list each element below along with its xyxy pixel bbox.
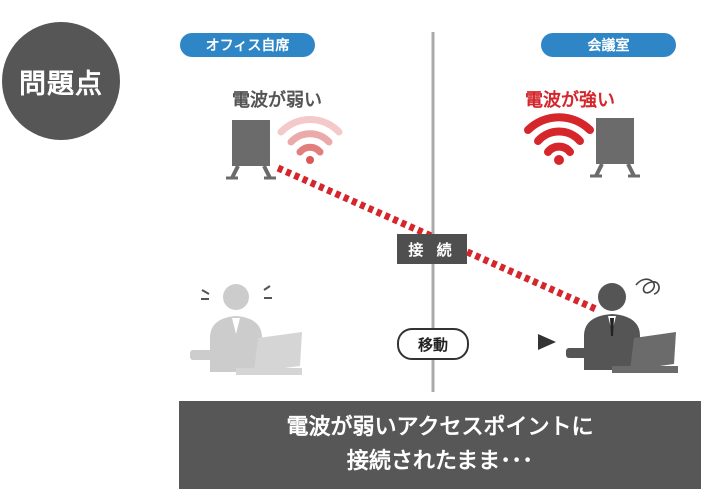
strong-signal-label: 電波が強い xyxy=(525,90,615,111)
access-point-icon xyxy=(226,120,276,180)
person-laptop-icon xyxy=(566,283,678,373)
connection-label: 接 続 xyxy=(397,234,467,264)
caption-line-2: 接続されたまま･･･ xyxy=(346,449,534,474)
location-label-meeting-room: 会議室 xyxy=(541,33,676,57)
issue-badge: 問題点 xyxy=(2,22,120,140)
person-laptop-icon xyxy=(190,284,302,375)
location-label-office: オフィス自席 xyxy=(180,33,315,57)
wifi-strong-icon xyxy=(524,113,594,165)
caption-line-1: 電波が弱いアクセスポイントに xyxy=(286,415,594,440)
confused-icon xyxy=(635,278,660,295)
caption-box: 電波が弱いアクセスポイントに 接続されたまま･･･ xyxy=(179,401,701,489)
access-point-icon xyxy=(590,118,640,178)
movement-label: 移動 xyxy=(397,328,469,360)
surprise-marks xyxy=(201,285,272,300)
weak-signal-label: 電波が弱い xyxy=(232,90,322,111)
wifi-weak-icon xyxy=(277,116,343,164)
